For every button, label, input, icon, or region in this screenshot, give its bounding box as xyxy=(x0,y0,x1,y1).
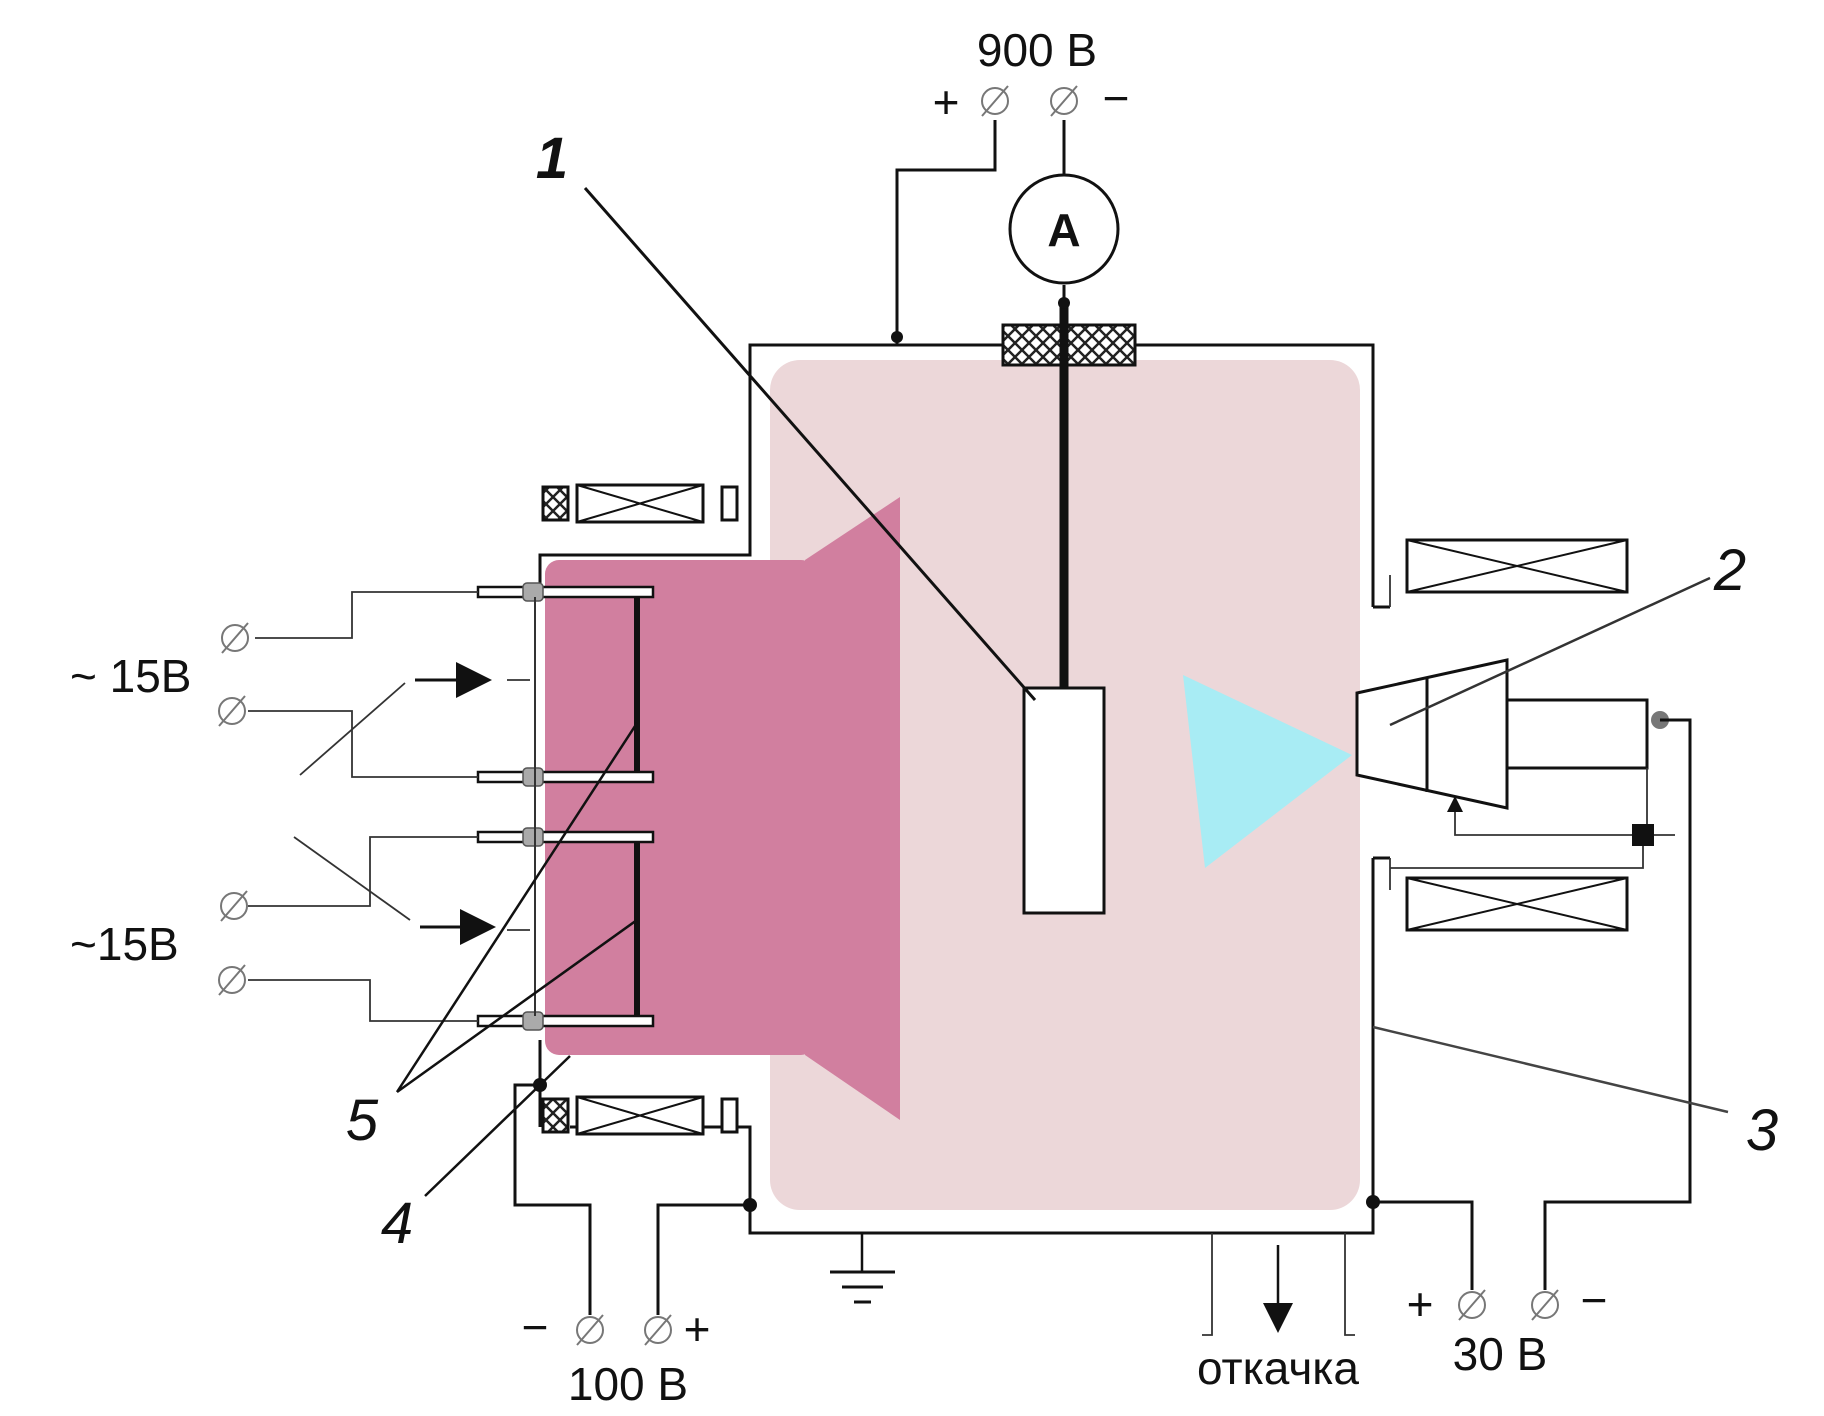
callout-4: 4 xyxy=(381,1191,413,1256)
bottom-left-minus-sign: − xyxy=(522,1301,549,1353)
bottom-left-voltage-label: 100 В xyxy=(568,1358,688,1410)
right-magnet-coils xyxy=(1405,538,1629,932)
bottom-left-wiring xyxy=(513,1078,757,1315)
top-supply-terminals xyxy=(981,85,1078,117)
plasma-source-region xyxy=(545,560,815,1055)
bottom-right-wiring xyxy=(1366,718,1692,1290)
plasma-expansion xyxy=(805,497,900,1120)
chamber-wall-right-flange xyxy=(1373,605,1390,860)
heater-upper-label: ~ 15В xyxy=(70,650,192,702)
top-minus-sign: − xyxy=(1103,72,1130,124)
pumping-label: откачка xyxy=(1197,1342,1359,1394)
bottom-right-minus-sign: − xyxy=(1581,1274,1608,1326)
bottom-right-plus-sign: + xyxy=(1407,1278,1434,1330)
heater-switch-arrows xyxy=(293,662,496,945)
callout-leaders xyxy=(395,187,1729,1197)
ammeter-label: A xyxy=(1047,204,1080,256)
heater-wiring xyxy=(248,591,530,1022)
callout-5: 5 xyxy=(346,1088,379,1153)
bottom-left-plus-sign: + xyxy=(684,1303,711,1355)
bottom-right-voltage-label: 30 В xyxy=(1453,1328,1548,1380)
top-supply-wiring xyxy=(891,120,1070,345)
pumping-port xyxy=(1202,1233,1355,1336)
cathode-assemblies xyxy=(476,582,655,1031)
top-plus-sign: + xyxy=(933,76,960,128)
left-magnet-coils xyxy=(541,483,739,1136)
callout-1: 1 xyxy=(536,126,568,191)
bottom-right-terminals xyxy=(1458,1289,1559,1321)
chamber-wall-left-flange xyxy=(538,520,752,595)
top-voltage-label: 900 В xyxy=(977,24,1097,76)
callout-2: 2 xyxy=(1713,538,1746,603)
ion-source xyxy=(1355,575,1675,890)
ion-beam xyxy=(1183,675,1352,868)
sample-holder xyxy=(1001,300,1137,915)
heater-terminals xyxy=(218,622,249,996)
bottom-left-terminals xyxy=(576,1314,672,1346)
ammeter: A xyxy=(1008,173,1120,285)
heater-lower-label: ~15В xyxy=(70,918,179,970)
ground-icon xyxy=(830,1233,895,1304)
callout-3: 3 xyxy=(1746,1098,1778,1163)
